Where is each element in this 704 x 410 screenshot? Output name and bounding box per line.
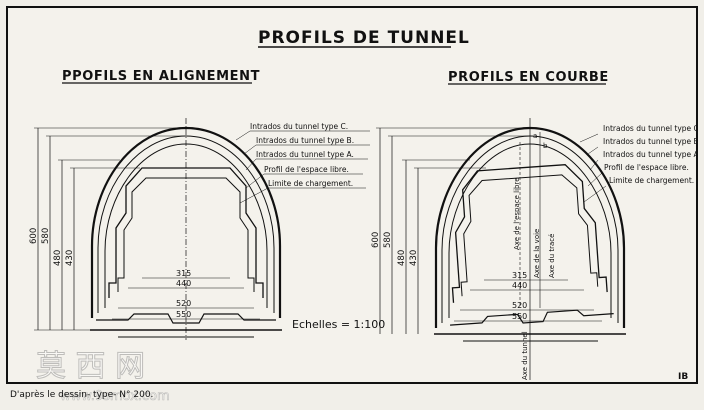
drawing-sheet: PROFILS DE TUNNEL PPOFILS EN ALIGNEMENT …	[6, 6, 698, 384]
right-label-clearance: Profil de l'espace libre.	[604, 163, 689, 172]
right-leader-clearance	[587, 172, 603, 187]
watermark-logo: 莫 西 网 www.9smox.com	[36, 349, 170, 405]
right-label-intrados-b: Intrados du tunnel type B.	[603, 137, 696, 146]
right-dim-430: 430	[409, 250, 419, 266]
scale-note: Echelles = 1:100	[292, 318, 385, 331]
draftsman-signature: IB	[678, 372, 689, 382]
left-label-loading: Limite de chargement.	[268, 179, 353, 188]
footer-note: D'après le dessin- type- N° 200.	[10, 390, 154, 400]
left-track-base	[96, 313, 276, 324]
right-leader-a	[589, 159, 599, 171]
left-width-440: 440	[176, 279, 191, 288]
right-label-intrados-c: Intrados du tunnel type C	[603, 124, 696, 133]
right-dim-580: 580	[383, 232, 393, 248]
left-dim-580: 580	[41, 228, 51, 244]
right-offset-a: a	[533, 132, 537, 140]
right-clearance-profile	[451, 164, 608, 303]
left-panel: PPOFILS EN ALIGNEMENT 600 580 480 430	[29, 69, 385, 340]
drawing-title: PROFILS DE TUNNEL	[258, 28, 470, 48]
right-axis-label-tunnel: Axe du tunnel	[521, 331, 529, 380]
left-width-550: 550	[176, 310, 191, 319]
right-label-loading: Limite de chargement.	[609, 176, 694, 185]
tunnel-profiles-drawing: PROFILS DE TUNNEL PPOFILS EN ALIGNEMENT …	[29, 28, 696, 380]
right-width-550: 550	[512, 312, 527, 321]
left-heading: PPOFILS EN ALIGNEMENT	[62, 69, 260, 84]
left-leader-clearance	[245, 173, 265, 189]
watermark-url: www.9smox.com	[60, 389, 170, 404]
right-track-base	[450, 309, 614, 326]
right-label-intrados-a: Intrados du tunnel type A	[603, 150, 696, 159]
right-offset-b: b	[543, 142, 548, 150]
right-leader-loading	[583, 185, 607, 203]
left-leader-loading	[239, 187, 269, 204]
left-label-clearance: Profil de l'espace libre.	[264, 165, 349, 174]
right-heading: PROFILS EN COURBE	[448, 70, 609, 85]
right-dim-480: 480	[397, 250, 407, 266]
left-label-intrados-c: Intrados du tunnel type C.	[250, 122, 348, 131]
left-leader-c	[235, 130, 251, 141]
left-width-315: 315	[176, 269, 191, 278]
left-dim-480: 480	[53, 250, 63, 266]
right-panel: PROFILS EN COURBE Axe de l'espace libre …	[371, 70, 696, 380]
left-leader-a	[245, 158, 257, 171]
right-leader-c	[579, 133, 599, 143]
right-width-440: 440	[512, 281, 527, 290]
right-width-315: 315	[512, 271, 527, 280]
right-width-520: 520	[512, 301, 527, 310]
right-loading-gauge	[460, 174, 599, 297]
left-dim-430: 430	[65, 250, 75, 266]
right-leader-b	[587, 146, 599, 155]
left-label-intrados-a: Intrados du tunnel type A.	[256, 150, 354, 159]
right-dim-600: 600	[371, 232, 381, 248]
left-label-intrados-b: Intrados du tunnel type B.	[256, 136, 354, 145]
left-width-520: 520	[176, 299, 191, 308]
right-axis-label-track: Axe de la voie	[533, 229, 541, 278]
left-dim-600: 600	[29, 228, 39, 244]
right-axis-label-clearance: Axe de l'espace libre	[513, 177, 521, 250]
right-axis-label-trace: Axe du tracé	[548, 234, 556, 278]
left-leader-b	[243, 144, 257, 155]
watermark-text: 莫 西 网	[36, 349, 145, 384]
